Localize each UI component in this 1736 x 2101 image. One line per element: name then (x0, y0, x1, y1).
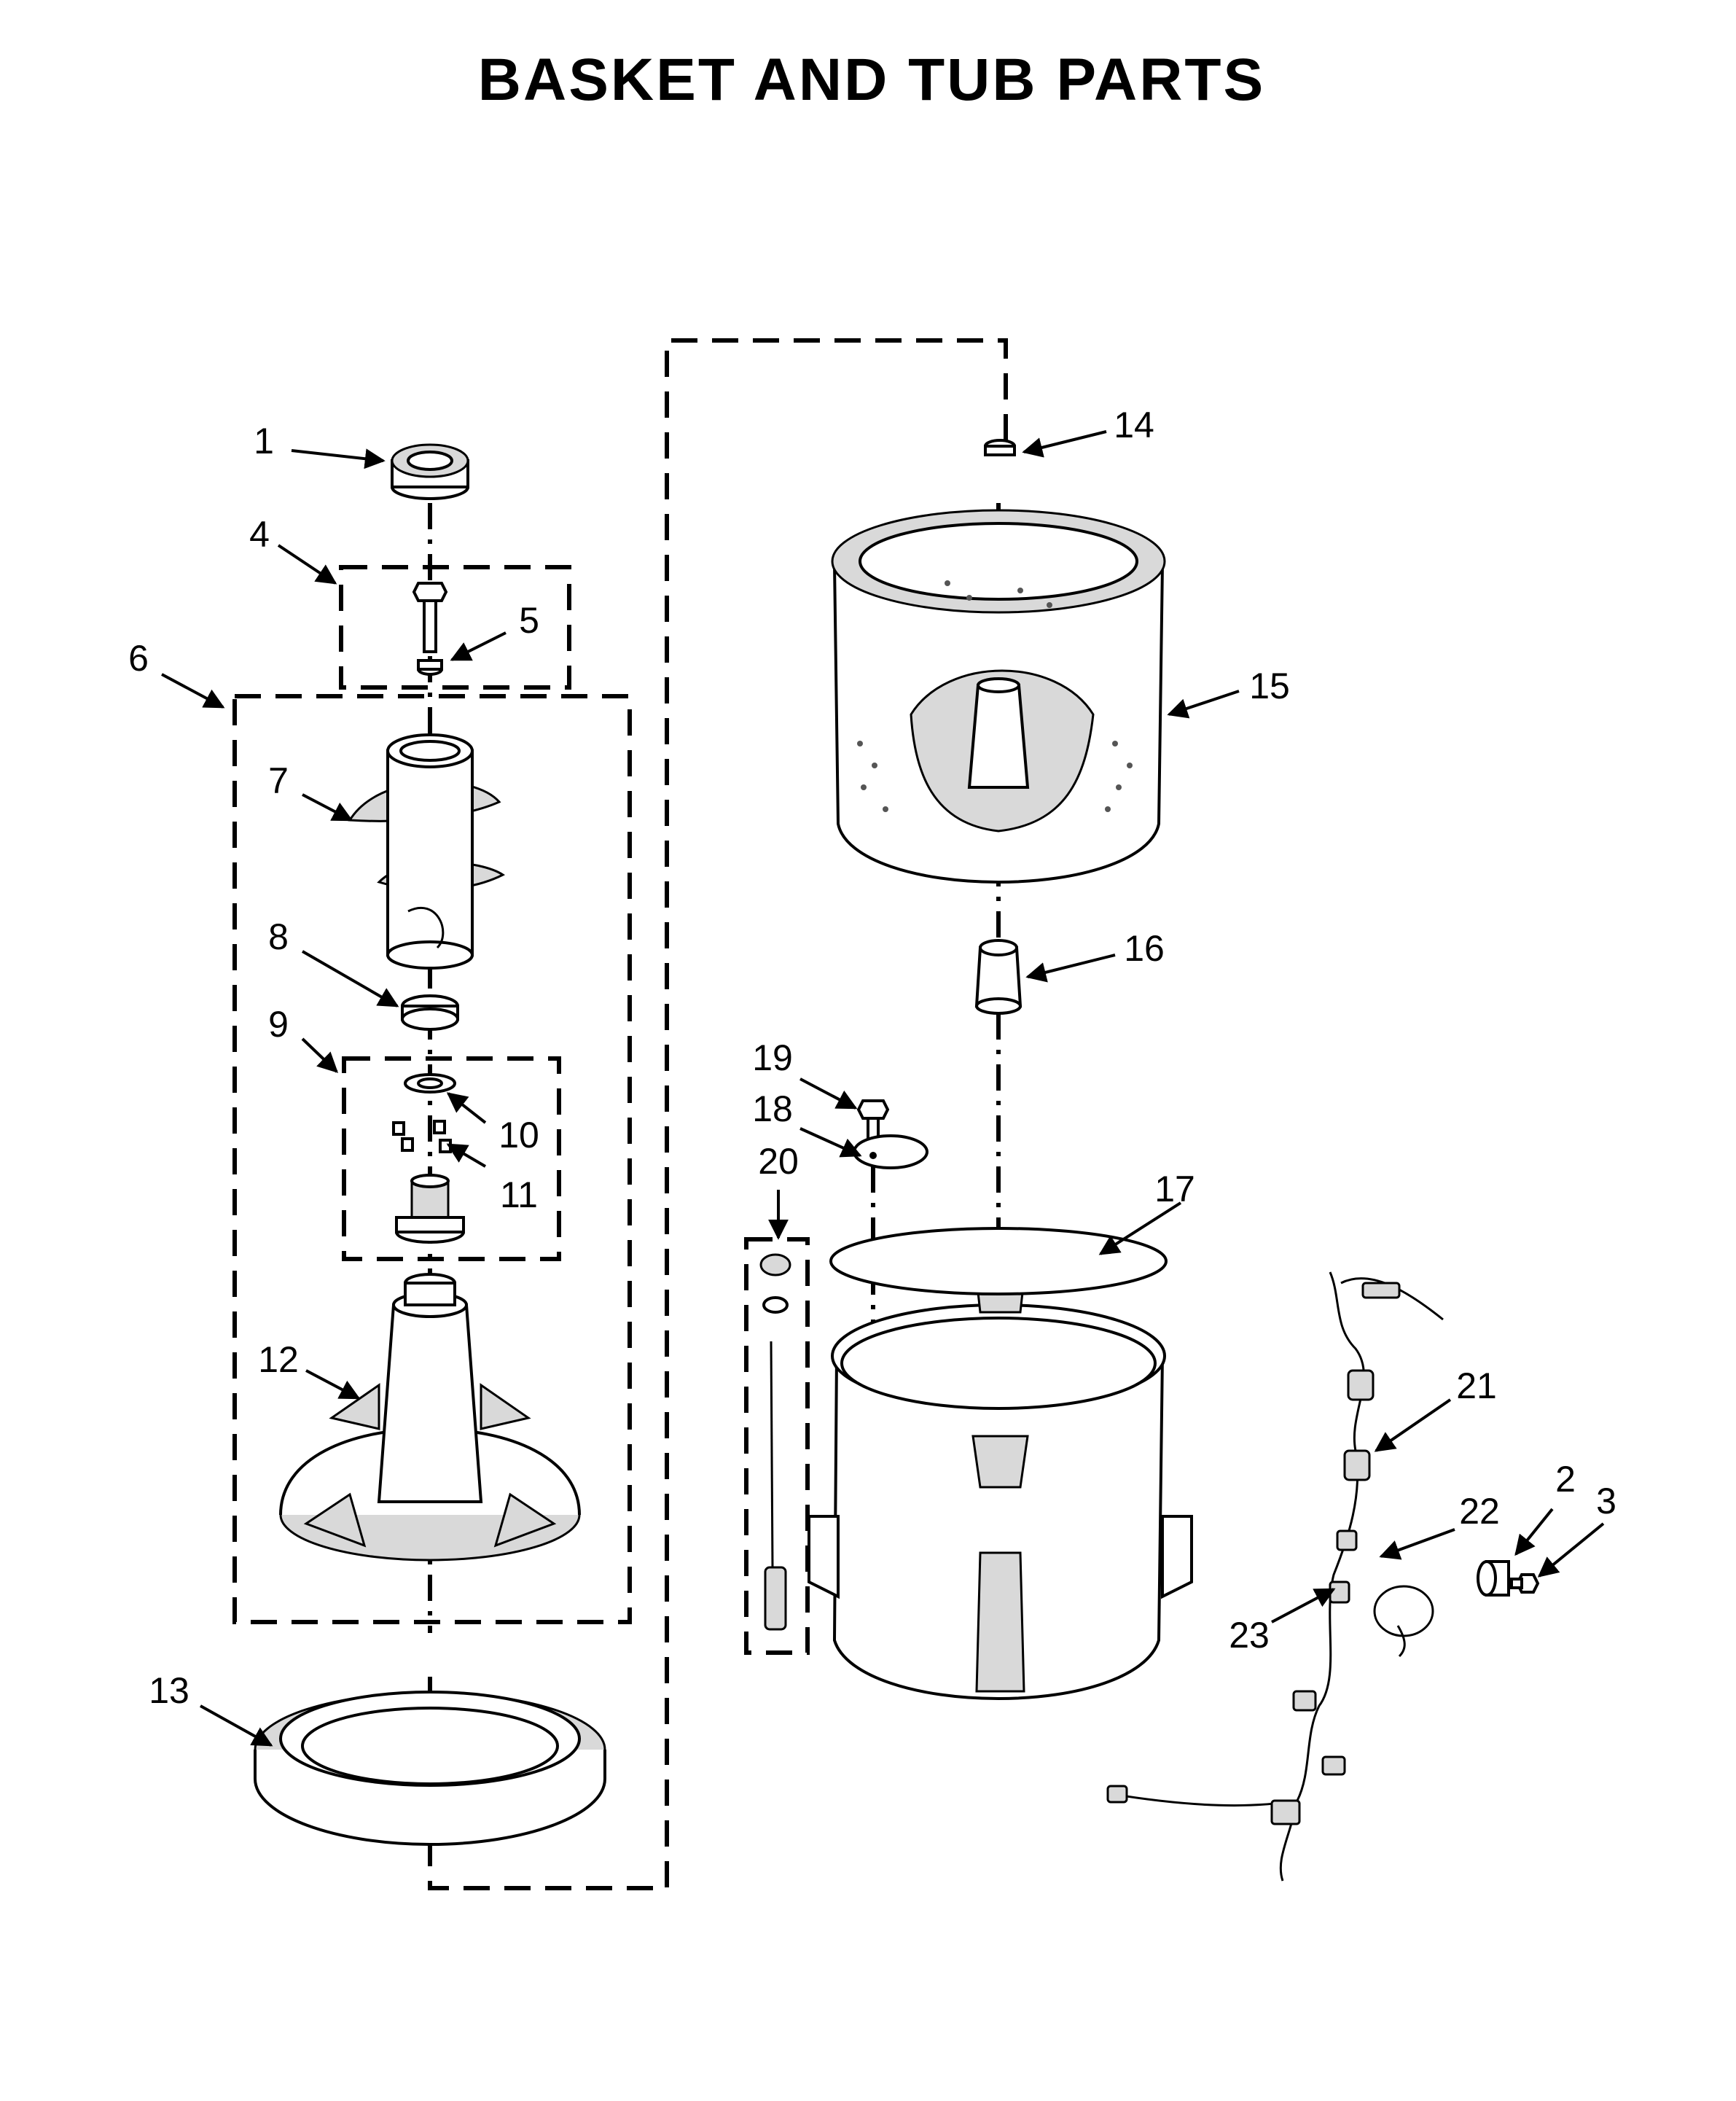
callout-23: 23 (1229, 1615, 1270, 1656)
callout-9: 9 (268, 1004, 289, 1045)
part-15-basket (831, 509, 1166, 884)
part-19-screw (856, 1099, 890, 1146)
connector-path-basket (428, 338, 1008, 1890)
part-3-screw (1510, 1573, 1540, 1594)
part-2-clip (1477, 1560, 1510, 1597)
callout-15: 15 (1249, 666, 1290, 706)
callout-18: 18 (752, 1088, 793, 1129)
part-21-wire-harness (1106, 1271, 1444, 1882)
callout-10: 10 (498, 1115, 539, 1155)
callout-4: 4 (249, 514, 270, 555)
page-title: BASKET AND TUB PARTS (478, 47, 1265, 113)
callout-5: 5 (519, 600, 539, 641)
callout-22: 22 (1459, 1491, 1500, 1532)
part-4-bolt (412, 582, 448, 653)
callout-8: 8 (268, 916, 289, 957)
callout-3: 3 (1596, 1481, 1616, 1521)
group-box-6 (232, 694, 632, 1624)
callout-14: 14 (1114, 405, 1154, 445)
group-box-4 (339, 565, 571, 690)
part-12-agitator-base (279, 1273, 581, 1562)
basket-perforations (857, 580, 1133, 812)
part-8-ring (401, 994, 459, 1031)
part-11-dogs (392, 1120, 452, 1153)
part-7-auger (348, 733, 505, 970)
part-1-cap (391, 443, 469, 500)
part-16-hub (974, 939, 1023, 1015)
callout-17: 17 (1154, 1169, 1195, 1209)
callout-16: 16 (1124, 928, 1165, 969)
part-13-balance-ring (254, 1691, 606, 1847)
callout-ring-22 (1373, 1585, 1434, 1637)
part-5-washer (417, 659, 443, 676)
part-9-clutch (395, 1174, 465, 1244)
callout-20: 20 (758, 1141, 799, 1182)
callout-12: 12 (258, 1339, 299, 1380)
part-22-hose-end (1396, 1625, 1406, 1658)
callout-6: 6 (128, 638, 149, 679)
callout-13: 13 (149, 1670, 189, 1711)
part-18-cover (853, 1134, 928, 1169)
callout-2: 2 (1555, 1459, 1576, 1500)
callout-labels: 1 2 3 4 5 6 7 8 9 10 11 12 13 14 15 16 1… (128, 405, 1616, 1711)
part-10-cam (404, 1073, 456, 1094)
group-box-9 (342, 1056, 561, 1261)
leader-lines (161, 430, 1605, 1747)
part-17-outer-tub (808, 1227, 1193, 1701)
callout-19: 19 (752, 1037, 793, 1078)
part-20-pressure-assembly (759, 1253, 791, 1631)
part-14-clip (984, 439, 1016, 456)
callout-21: 21 (1456, 1365, 1497, 1406)
callout-1: 1 (254, 421, 274, 461)
callout-7: 7 (268, 760, 289, 801)
group-box-20 (744, 1237, 810, 1655)
callout-11: 11 (500, 1174, 538, 1215)
